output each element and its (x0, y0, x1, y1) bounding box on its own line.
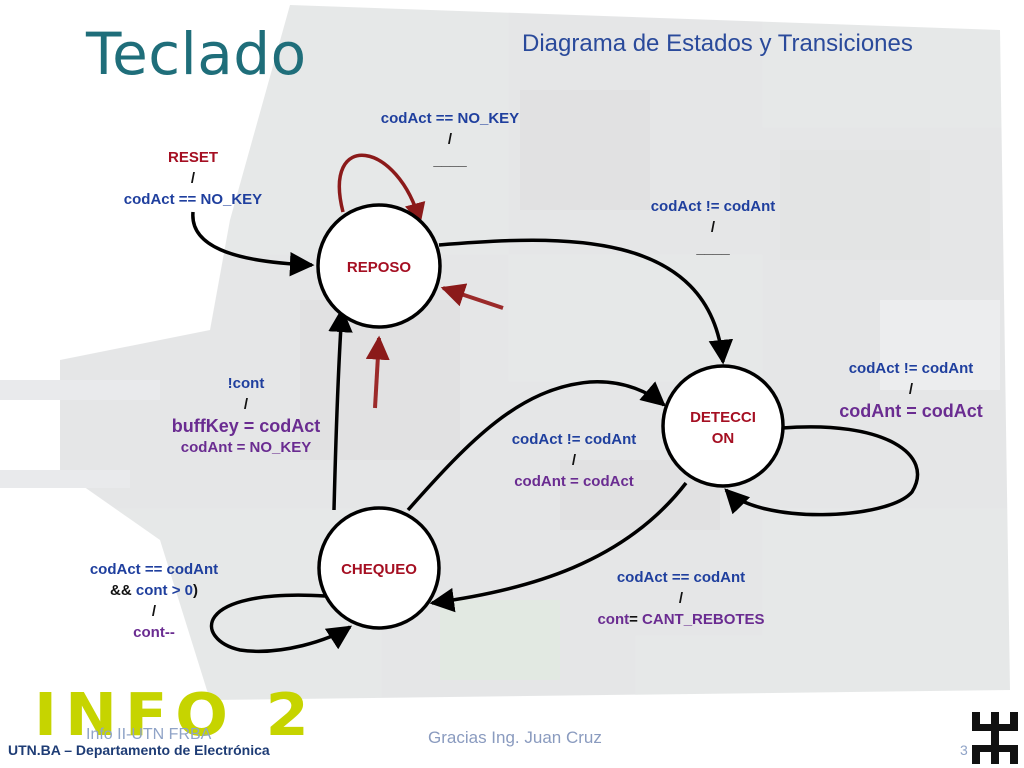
chequeo-self-event-line2: && cont > 0) (66, 580, 242, 601)
footer-credit: Gracias Ing. Juan Cruz (428, 728, 602, 747)
state-deteccion-label-line1: DETECCI (690, 409, 756, 426)
deteccion-to-chequeo-event: codAct == codAnt (616, 569, 746, 586)
slide-subtitle: Diagrama de Estados y Transiciones (522, 30, 913, 57)
state-deteccion (661, 364, 785, 488)
reposo-to-deteccion-event: codAct != codAnt (650, 198, 776, 215)
chequeo-self-close-paren: ) (192, 582, 198, 599)
reposo-self-transition-label: codAct == NO_KEY / ____ (360, 108, 540, 171)
reposo-to-deteccion-action: ____ (696, 240, 730, 257)
footer-department: UTN.BA – Departamento de Electrónica (8, 742, 270, 758)
chequeo-self-cont-condition: cont > 0 (135, 582, 193, 599)
reposo-to-deteccion-separator: / (710, 219, 716, 236)
chequeo-to-deteccion-action: codAnt = codAct (514, 473, 634, 490)
deteccion-self-action: codAnt = codAct (839, 401, 983, 421)
reposo-self-action: ____ (433, 152, 467, 169)
reposo-to-deteccion-label: codAct != codAnt / ____ (630, 196, 796, 259)
reposo-self-event: codAct == NO_KEY (380, 110, 520, 127)
deteccion-to-chequeo-arrow (429, 481, 688, 613)
chequeo-self-and-operator: && (110, 582, 136, 599)
state-chequeo (317, 506, 441, 630)
info2-logo: INFO 2 (34, 679, 317, 750)
reset-separator: / (190, 170, 196, 187)
state-chequeo-label: CHEQUEO (341, 561, 417, 578)
page-number: 3 (960, 742, 968, 758)
deteccion-self-loop-arrow (724, 425, 920, 517)
chequeo-self-transition-label: codAct == codAnt && cont > 0) / cont-- (66, 559, 242, 643)
reposo-to-deteccion-arrow (438, 238, 734, 365)
deteccion-to-chequeo-action: cont= CANT_REBOTES (578, 609, 784, 630)
reset-event: RESET (167, 149, 218, 166)
chequeo-to-reposo-arrow (328, 307, 353, 511)
deteccion-to-chequeo-action-var: cont (597, 611, 630, 628)
chequeo-self-separator: / (151, 603, 157, 620)
chequeo-self-event-line1: codAct == codAnt (89, 561, 219, 578)
chequeo-to-reposo-action2: codAnt = NO_KEY (180, 439, 312, 456)
state-reposo-label: REPOSO (347, 259, 412, 276)
deteccion-self-separator: / (908, 381, 914, 398)
reposo-self-separator: / (447, 131, 453, 148)
deteccion-self-transition-label: codAct != codAnt / codAnt = codAct (820, 358, 1002, 422)
reset-action: codAct == NO_KEY (123, 191, 263, 208)
chequeo-to-deteccion-event: codAct != codAnt (511, 431, 637, 448)
chequeo-to-deteccion-arrow (406, 380, 666, 512)
state-reposo (316, 203, 442, 329)
reset-arrow (191, 211, 315, 277)
slide-title: Teclado (86, 20, 307, 88)
chequeo-self-action: cont-- (133, 624, 175, 641)
chequeo-to-reposo-separator: / (243, 396, 249, 413)
state-deteccion-label-line2: ON (712, 430, 735, 447)
highlight-arrow-vertical (365, 335, 390, 409)
deteccion-to-chequeo-action-eq: = (629, 611, 643, 628)
chequeo-to-deteccion-label: codAct != codAnt / codAnt = codAct (496, 429, 652, 492)
chequeo-to-deteccion-separator: / (571, 452, 577, 469)
footer-watermark: Info II-UTN FRBA (86, 726, 212, 743)
reset-transition-label: RESET / codAct == NO_KEY (105, 147, 281, 210)
deteccion-to-chequeo-action-value: CANT_REBOTES (642, 611, 765, 628)
deteccion-to-chequeo-label: codAct == codAnt / cont= CANT_REBOTES (578, 567, 784, 630)
deteccion-self-event: codAct != codAnt (848, 360, 974, 377)
highlight-arrow-diagonal (440, 283, 504, 310)
deteccion-to-chequeo-separator: / (678, 590, 684, 607)
chequeo-to-reposo-event: !cont (227, 375, 265, 392)
chequeo-to-reposo-label: !cont / buffKey = codAct codAnt = NO_KEY (156, 373, 336, 458)
utn-logo-icon (972, 712, 1018, 764)
chequeo-to-reposo-action1: buffKey = codAct (171, 416, 321, 436)
chequeo-self-loop-arrow (209, 593, 353, 653)
reposo-self-loop-arrow (337, 153, 426, 225)
